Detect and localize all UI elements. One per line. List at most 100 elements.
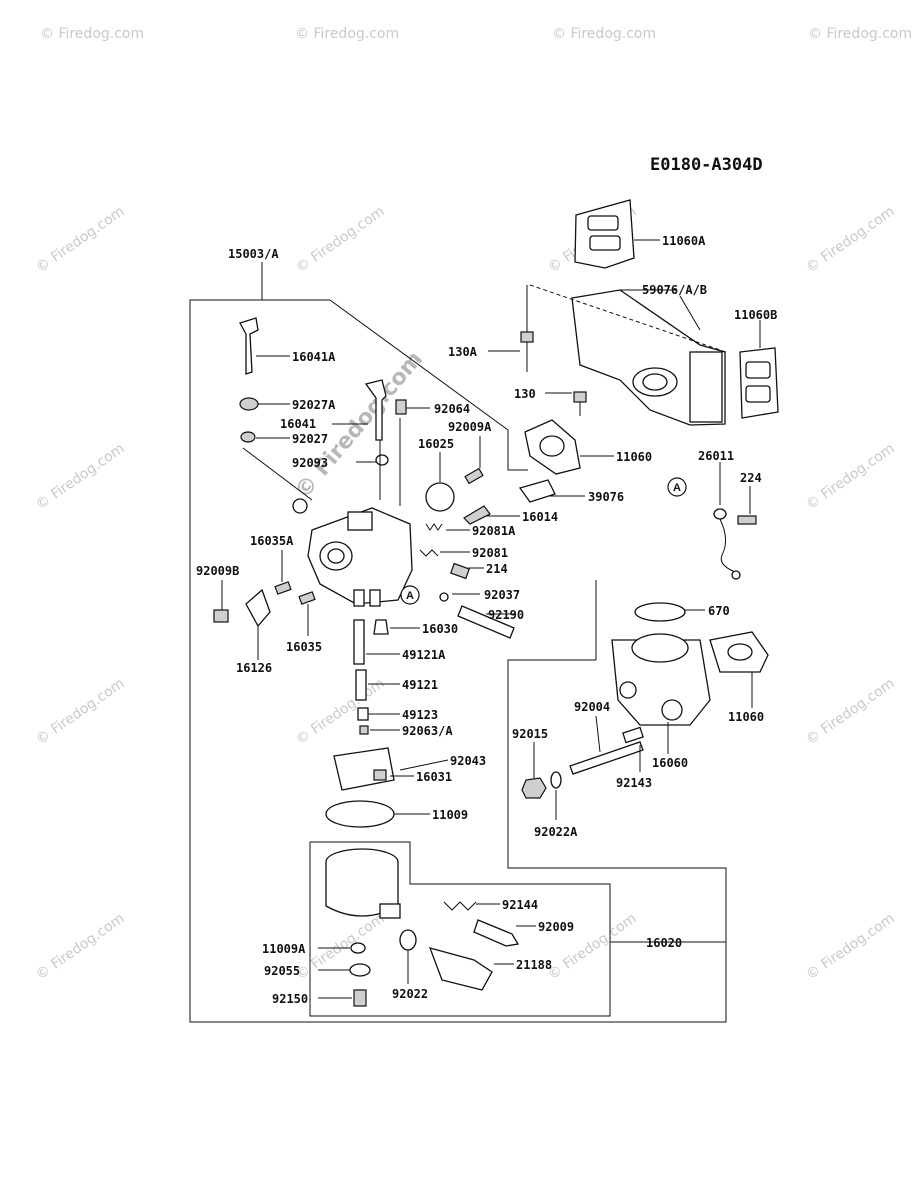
label-16031: 16031 [416, 770, 452, 784]
label-92064: 92064 [434, 402, 470, 416]
watermark: © Firedog.com [33, 675, 127, 748]
label-224: 224 [740, 471, 762, 485]
o-ring-670 [634, 602, 686, 622]
carburetor-body [307, 507, 413, 605]
screw-16035 [298, 591, 316, 605]
watermark: © Firedog.com [40, 26, 144, 42]
watermark: © Firedog.com [293, 675, 387, 748]
o-ring-11009a [350, 942, 366, 954]
watermark: © Firedog.com [33, 203, 127, 276]
carburetor-group: A [213, 317, 585, 828]
label-15003a: 15003/A [228, 247, 279, 261]
part-labels: 15003/A 16041A 92027A 92064 16041 92009A… [196, 234, 777, 1006]
label-16014: 16014 [522, 510, 558, 524]
diagram-code: E0180-A304D [650, 155, 763, 175]
label-92150: 92150 [272, 992, 308, 1006]
screw-92064 [395, 399, 407, 415]
label-670: 670 [708, 604, 730, 618]
screw-92009b [213, 609, 229, 623]
label-92022a: 92022A [534, 825, 578, 839]
callout-a-ground [667, 477, 687, 497]
label-92081: 92081 [472, 546, 508, 560]
label-11009a: 11009A [262, 942, 306, 956]
intake-manifold [571, 289, 726, 426]
label-16035a: 16035A [250, 534, 294, 548]
label-16060: 16060 [652, 756, 688, 770]
ground-wire-group: A [667, 462, 757, 580]
carb-adapter [611, 639, 711, 726]
label-11060: 11060 [616, 450, 652, 464]
callout-a-label: A [406, 590, 414, 602]
gasket-11009 [325, 800, 395, 828]
label-92004: 92004 [574, 700, 610, 714]
label-92190: 92190 [488, 608, 524, 622]
lever-16041a [239, 317, 259, 375]
washer-92022a [550, 771, 562, 789]
lever-16041 [364, 379, 387, 441]
assembly-frame [189, 262, 727, 1023]
label-92022: 92022 [392, 987, 428, 1001]
label-92037: 92037 [484, 588, 520, 602]
label-11009: 11009 [432, 808, 468, 822]
watermark: © Firedog.com [295, 26, 399, 42]
plate-16025 [425, 482, 455, 512]
label-16030: 16030 [422, 622, 458, 636]
label-21188: 21188 [516, 958, 552, 972]
shaft-92004 [569, 741, 644, 775]
shaft-group [521, 715, 644, 820]
jet-49123 [357, 707, 369, 721]
watermark: © Firedog.com [33, 440, 127, 513]
clip-92037 [439, 592, 449, 602]
screw-16014 [463, 505, 491, 525]
label-49123: 49123 [402, 708, 438, 722]
bracket-39076 [518, 479, 556, 503]
label-92009b: 92009B [196, 564, 239, 578]
gasket-11060b [739, 347, 779, 419]
watermark: © Firedog.com [293, 203, 387, 276]
washer-92022 [399, 929, 417, 951]
label-92143: 92143 [616, 776, 652, 790]
gasket-11060a [574, 199, 635, 269]
insulator-group [611, 602, 769, 754]
spring-92144 [443, 901, 477, 911]
label-130a: 130A [448, 345, 478, 359]
watermark: © Firedog.com [33, 910, 127, 983]
screw-92009a [464, 467, 484, 485]
watermark: © Firedog.com [803, 203, 897, 276]
nut-92015 [521, 777, 547, 799]
label-16035: 16035 [286, 640, 322, 654]
label-92144: 92144 [502, 898, 538, 912]
label-92015: 92015 [512, 727, 548, 741]
float-16031 [333, 747, 395, 791]
label-16041a: 16041A [292, 350, 336, 364]
label-92027: 92027 [292, 432, 328, 446]
label-92093: 92093 [292, 456, 328, 470]
label-16025: 16025 [418, 437, 454, 451]
label-16126: 16126 [236, 661, 272, 675]
screw-92009 [473, 919, 520, 947]
label-49121a: 49121A [402, 648, 446, 662]
watermark: © Firedog.com [293, 910, 387, 983]
label-49121: 49121 [402, 678, 438, 692]
label-92043: 92043 [450, 754, 486, 768]
intake-manifold-group [488, 199, 779, 475]
watermark: © Firedog.com [808, 26, 912, 42]
watermark: © Firedog.com [803, 675, 897, 748]
label-39076: 39076 [588, 490, 624, 504]
label-16020: 16020 [646, 936, 682, 950]
plate-16126 [245, 588, 271, 628]
nozzle-49121a [353, 619, 365, 665]
label-59076ab: 59076/A/B [642, 283, 707, 297]
jet-92063a [359, 725, 369, 735]
tube-92190 [457, 605, 515, 639]
label-130: 130 [514, 387, 536, 401]
label-11060-right: 11060 [728, 710, 764, 724]
watermark-layer: © Firedog.com © Firedog.com © Firedog.co… [33, 26, 912, 983]
jet-49121 [355, 669, 367, 701]
label-11060a: 11060A [662, 234, 706, 248]
gasket-92055 [349, 963, 371, 977]
label-11060b: 11060B [734, 308, 777, 322]
label-214: 214 [486, 562, 508, 576]
needle-16030 [373, 619, 389, 635]
